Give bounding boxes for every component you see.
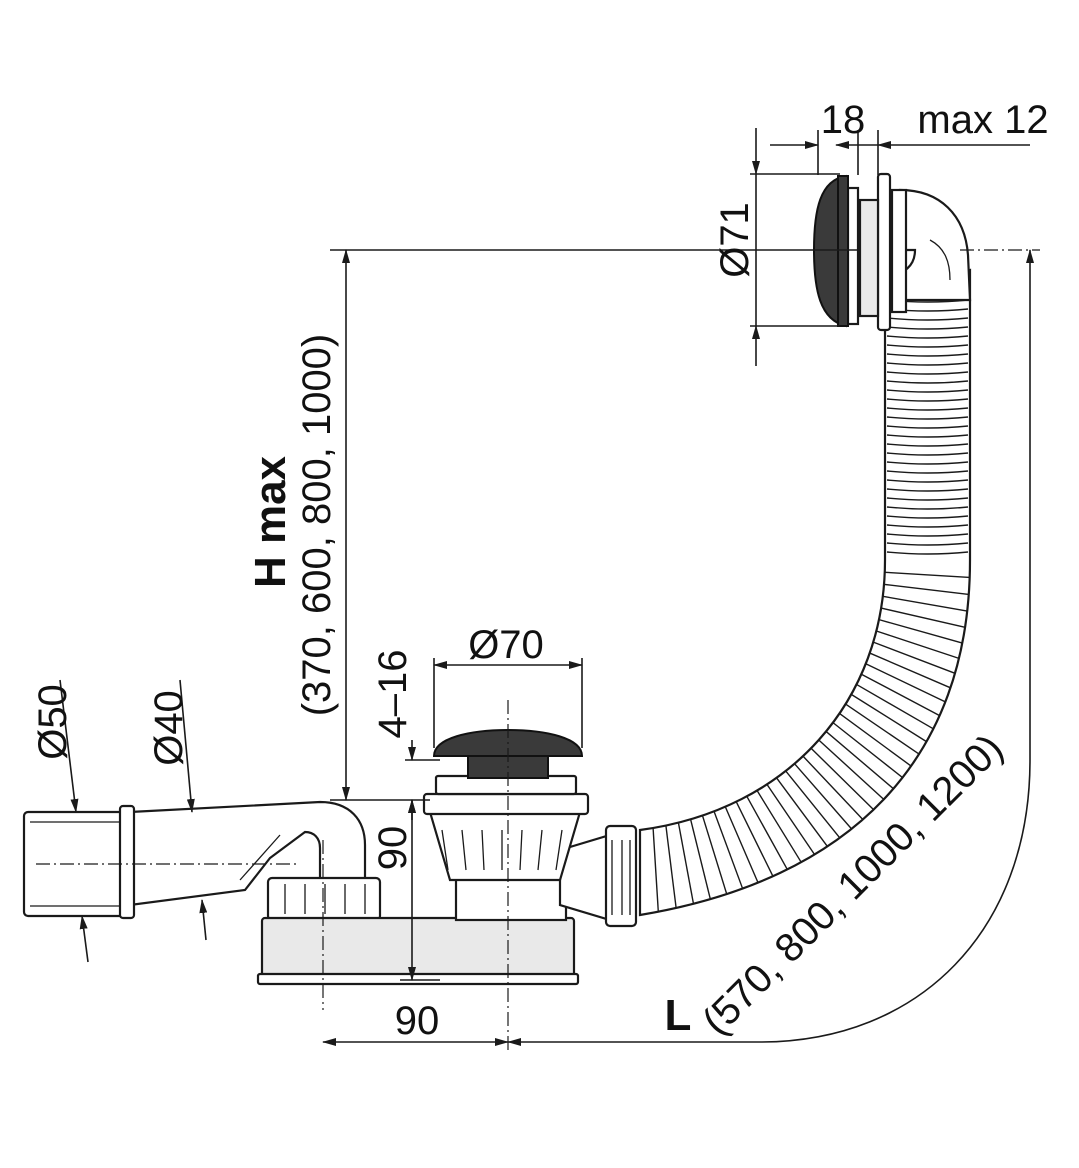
trap-base: [260, 916, 576, 982]
label-18: 18: [821, 98, 866, 142]
label-max-12: max 12: [917, 98, 1048, 142]
overflow-flange-ring: [876, 172, 892, 332]
label-h-max: H max: [246, 455, 295, 588]
label-diameter-70: Ø70: [468, 623, 544, 667]
label-diameter-50: Ø50: [31, 684, 75, 760]
overflow-gasket: [846, 186, 860, 326]
label-4-16: 4–16: [371, 650, 415, 739]
label-diameter-71: Ø71: [713, 202, 757, 278]
drain-flange: [422, 792, 590, 816]
drain-head: [422, 728, 590, 882]
outlet-elbow: [128, 800, 367, 907]
label-h-values: (370, 600, 800, 1000): [295, 334, 339, 717]
outlet-pipe: [22, 800, 382, 922]
drain-strainer-body: [428, 810, 582, 882]
dimension-lines: [59, 128, 1034, 1046]
label-90-horizontal: 90: [395, 999, 440, 1043]
label-90-vertical: 90: [371, 826, 415, 871]
label-diameter-40: Ø40: [147, 690, 191, 766]
label-l: L: [665, 991, 692, 1040]
